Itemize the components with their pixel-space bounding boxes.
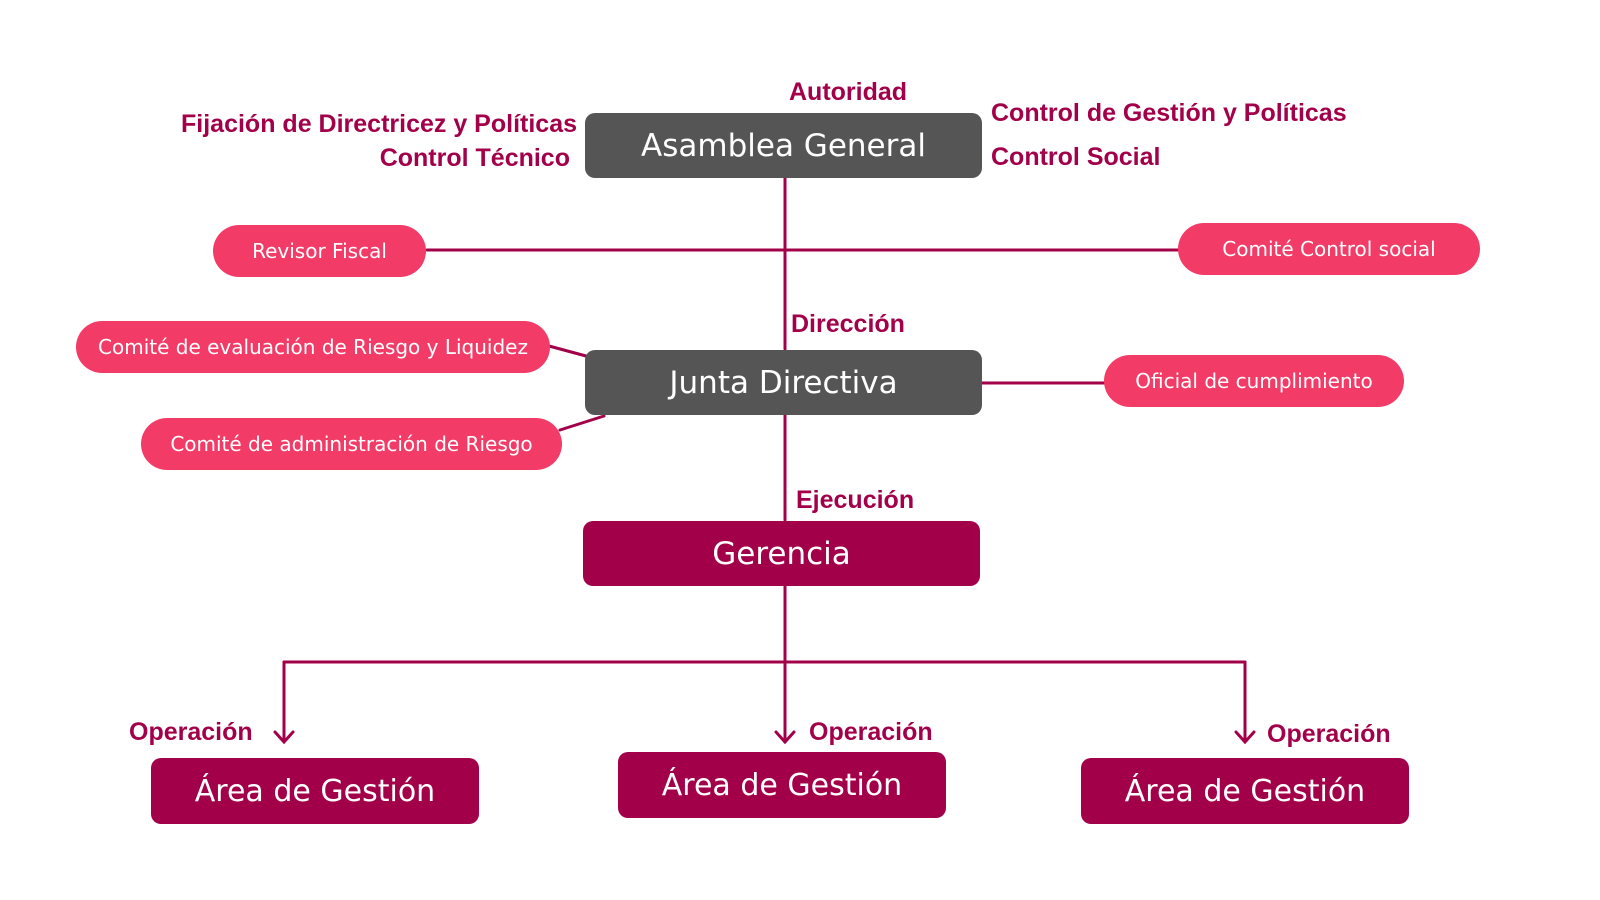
link-admin-riesgo <box>558 414 606 432</box>
link-riesgo-liquidez <box>547 344 588 358</box>
pill-comite-control-social: Comité Control social <box>1178 223 1480 275</box>
label-ejecucion: Ejecución <box>796 486 915 514</box>
arrow-left <box>273 730 295 745</box>
label-control-gestion: Control de Gestión y Políticas <box>991 99 1347 127</box>
label-operacion-left: Operación <box>129 718 253 746</box>
arrow-right <box>1234 730 1256 745</box>
node-junta-directiva: Junta Directiva <box>585 350 982 415</box>
label-operacion-right: Operación <box>1267 720 1391 748</box>
node-area-gestion-right: Área de Gestión <box>1081 758 1409 824</box>
label-fijacion: Fijación de Directricez y Políticas <box>181 110 577 138</box>
label-operacion-center: Operación <box>809 718 933 746</box>
label-control-social: Control Social <box>991 143 1161 171</box>
pill-comite-admin-riesgo: Comité de administración de Riesgo <box>141 418 562 470</box>
pill-oficial-cumplimiento: Oficial de cumplimiento <box>1104 355 1404 407</box>
label-autoridad: Autoridad <box>789 78 908 106</box>
arrow-center <box>774 730 796 745</box>
label-control-tecnico: Control Técnico <box>379 144 570 172</box>
node-gerencia: Gerencia <box>583 521 980 586</box>
node-asamblea-general: Asamblea General <box>585 113 982 178</box>
label-direccion: Dirección <box>791 310 905 338</box>
pill-revisor-fiscal: Revisor Fiscal <box>213 225 426 277</box>
node-area-gestion-center: Área de Gestión <box>618 752 946 818</box>
pill-comite-riesgo-liquidez: Comité de evaluación de Riesgo y Liquide… <box>76 321 550 373</box>
node-area-gestion-left: Área de Gestión <box>151 758 479 824</box>
